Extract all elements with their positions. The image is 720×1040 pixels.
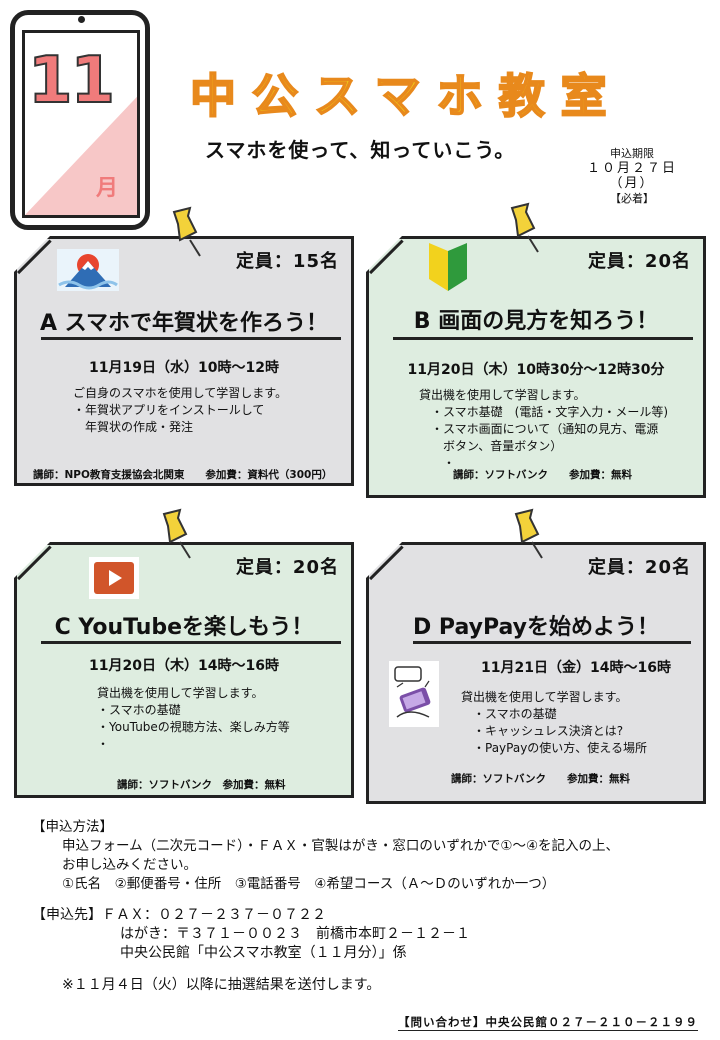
course-description: 貸出機を使用して学習します。 ・スマホの基礎 ・YouTubeの視聴方法、楽しみ…: [97, 686, 290, 751]
deadline-note: 【必着】: [610, 192, 654, 205]
course-title: C YouTubeを楽しもう！: [54, 615, 314, 640]
lecturer-info: 講師：ソフトバンク 参加費：無料: [451, 773, 631, 785]
pushpin-icon: [162, 508, 191, 559]
deadline-block: 申込期限 １０月２７日（月） 【必着】: [572, 146, 692, 206]
method-text: 申込フォーム（二次元コード）・ＦＡＸ・官製はがき・窓口のいずれかで①～④を記入の…: [62, 838, 620, 892]
lecturer-info: 講師：ソフトバンク 参加費：無料: [453, 469, 633, 481]
title-underline: [393, 337, 693, 340]
phone-screen: [22, 30, 140, 218]
destination-recipient: 中央公民館「中公スマホ教室（１１月分）」係: [120, 945, 407, 961]
course-card-a: 定員：15名 A スマホで年賀状を作ろう！ 11月19日（水）10時～12時 ご…: [14, 236, 354, 486]
course-card-b: 定員：20名 B 画面の見方を知ろう！ 11月20日（木）10時30分～12時3…: [366, 236, 706, 498]
phone-payment-icon: [389, 661, 439, 727]
capacity-badge: 定員：20名: [235, 557, 339, 578]
course-date: 11月21日（金）14時～16時: [481, 660, 671, 676]
lecturer-info: 講師：NPO教育支援協会北関東 参加費：資料代（300円）: [33, 469, 333, 481]
method-heading: 【申込方法】: [32, 819, 113, 835]
page-subtitle: スマホを使って、知っていこう。: [205, 138, 516, 162]
contact-info: 【問い合わせ】中央公民館０２７－２１０－２１９９: [398, 1015, 698, 1031]
deadline-date: １０月２７日（月）: [586, 161, 677, 191]
lottery-note: ※１１月４日（火）以降に抽選結果を送付します。: [62, 977, 381, 993]
deadline-label: 申込期限: [610, 147, 654, 160]
title-underline: [413, 641, 691, 644]
title-underline: [41, 641, 341, 644]
beginner-mark-icon: [429, 243, 467, 291]
mount-fuji-sunrise-icon: [57, 249, 119, 291]
phone-camera-dot: [78, 16, 85, 23]
course-date: 11月19日（水）10時～12時: [89, 360, 279, 376]
course-description: 貸出機を使用して学習します。 ・スマホの基礎 ・キャッシュレス決済とは? ・Pa…: [461, 690, 647, 755]
page-title: 中公スマホ教室: [189, 68, 623, 124]
course-description: ご自身のスマホを使用して学習します。 ・年賀状アプリをインストールして 年賀状の…: [73, 386, 288, 434]
capacity-badge: 定員：15名: [235, 251, 339, 272]
month-number: 11: [27, 43, 116, 119]
play-button-icon: [89, 557, 139, 599]
course-title: A スマホで年賀状を作ろう！: [39, 311, 329, 336]
course-description: 貸出機を使用して学習します。 ・スマホ基礎 (電話・文字入力・メール等) ・スマ…: [419, 388, 669, 470]
destination-fax: 【申込先】ＦＡＸ：０２７－２３７－０７２２: [32, 907, 326, 923]
capacity-badge: 定員：20名: [587, 251, 691, 272]
lecturer-info: 講師：ソフトバンク 参加費：無料: [117, 779, 286, 791]
title-underline: [41, 337, 341, 340]
course-card-d: 定員：20名 D PayPayを始めよう！ 11月21日（金）14時～16時 貸…: [366, 542, 706, 804]
course-date: 11月20日（木）10時30分～12時30分: [407, 362, 665, 378]
course-card-c: 定員：20名 C YouTubeを楽しもう！ 11月20日（木）14時～16時 …: [14, 542, 354, 798]
course-title: B 画面の見方を知ろう！: [413, 309, 659, 334]
pushpin-icon: [172, 206, 201, 257]
destination-postcard: はがき：〒３７１－００２３ 前橋市本町２－１２－１: [120, 926, 470, 942]
month-label: 月: [96, 176, 119, 201]
course-date: 11月20日（木）14時～16時: [89, 658, 279, 674]
capacity-badge: 定員：20名: [587, 557, 691, 578]
pushpin-icon: [514, 508, 543, 559]
pushpin-icon: [510, 202, 539, 253]
course-title: D PayPayを始めよう！: [412, 615, 659, 640]
